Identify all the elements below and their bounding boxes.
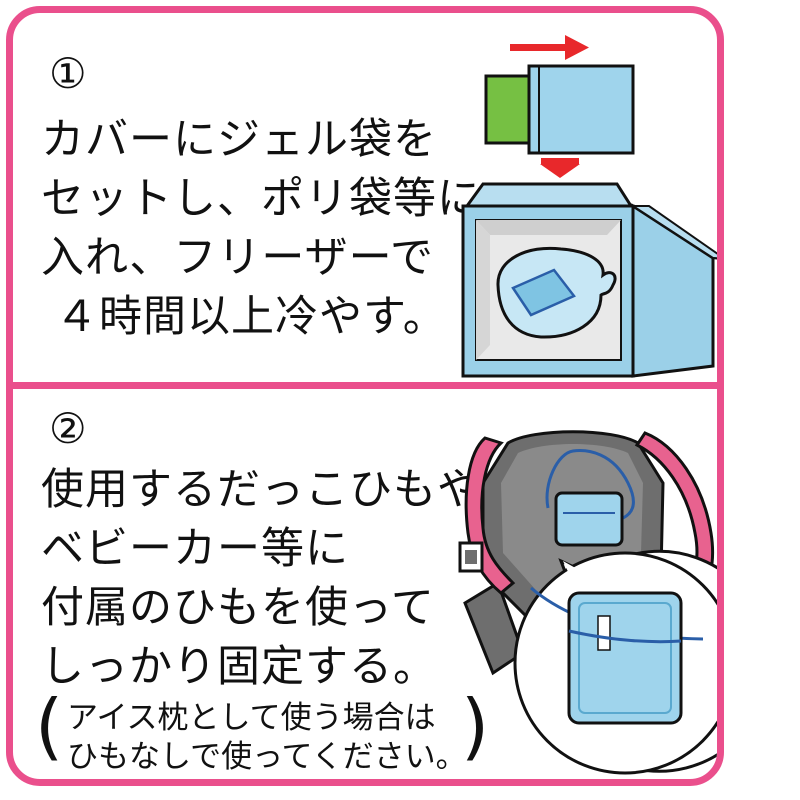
step-1-text: カバーにジェル袋を セットし、ポリ袋等に 入れ、フリーザーで ４時間以上冷やす。 — [41, 111, 481, 347]
freezer-icon — [461, 182, 717, 378]
section-divider — [13, 382, 717, 389]
step-2-line: ベビーカー等に — [41, 524, 349, 574]
step-2-note: アイス枕として使う場合は ひもなしで使ってください。 — [67, 699, 467, 777]
step-2-illustration — [458, 430, 717, 775]
magnifier-bubble-icon — [513, 549, 717, 775]
note-line: ひもなしで使ってください。 — [67, 739, 467, 775]
step-2-line: 付属のひもを使って — [41, 583, 435, 633]
down-arrow-icon — [540, 158, 580, 178]
step-1-line: 入れ、フリーザーで — [41, 233, 434, 283]
step-1-line: セットし、ポリ袋等に — [41, 174, 481, 224]
step-2-number: ② — [49, 404, 87, 453]
note-close-paren: ) — [461, 684, 490, 768]
note-line: アイス枕として使う場合は — [67, 700, 436, 736]
step-1-line: カバーにジェル袋を — [41, 115, 437, 165]
note-open-paren: ( — [35, 684, 64, 768]
instruction-card: ① カバーにジェル袋を セットし、ポリ袋等に 入れ、フリーザーで ４時間以上冷や… — [6, 6, 724, 786]
right-arrow-icon — [510, 35, 589, 60]
step-2-line: しっかり固定する。 — [41, 642, 437, 692]
step-1-line: ４時間以上冷やす。 — [55, 292, 447, 342]
step-1-number: ① — [49, 49, 87, 98]
step-2-line: 使用するだっこひもや、 — [41, 465, 524, 515]
step-1-illustration — [461, 35, 717, 378]
gel-pack-icon — [484, 64, 635, 155]
step-2-text: 使用するだっこひもや、 ベビーカー等に 付属のひもを使って しっかり固定する。 — [41, 461, 524, 697]
